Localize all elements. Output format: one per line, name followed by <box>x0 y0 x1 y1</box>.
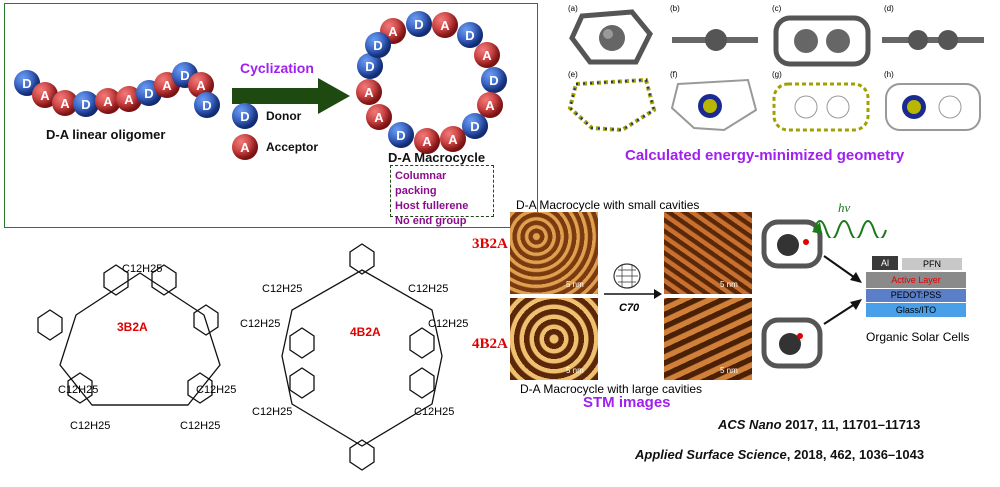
substituent-label: C12H25 <box>240 318 281 330</box>
stm-scale: 5 nm <box>566 280 584 289</box>
panel-label: (e) <box>568 70 578 79</box>
panel-d: (d) <box>878 4 988 68</box>
ball-donor: D <box>73 91 99 117</box>
panel-label: (a) <box>568 4 578 13</box>
ball-acceptor: A <box>432 12 458 38</box>
layer-active: Active Layer <box>866 272 966 288</box>
ball-donor: D <box>388 122 414 148</box>
legend-donor-ball: D <box>232 103 258 129</box>
substituent-label: C12H25 <box>428 318 469 330</box>
stm-caption: STM images <box>583 394 671 411</box>
layer-pfn: PFN <box>902 258 962 270</box>
panel-label: (d) <box>884 4 894 13</box>
stm-scale: 5 nm <box>720 366 738 375</box>
panel-h: (h) <box>878 70 988 136</box>
molecule-3b2a-structure <box>37 264 221 406</box>
solar-cell-stack: Al PFN Active Layer PEDOT:PSS Glass/ITO <box>862 256 972 326</box>
layer-pedot: PEDOT:PSS <box>866 289 966 302</box>
reference-2-details: , 2018, 462, 1036–1043 <box>786 447 925 462</box>
panel-label: (b) <box>670 4 680 13</box>
panel-g: (g) <box>766 70 876 136</box>
stm-small-label: D-A Macrocycle with small cavities <box>516 198 700 212</box>
stm-scale: 5 nm <box>566 366 584 375</box>
stm-image-4b2a-c70 <box>664 298 752 380</box>
feature-item: No end group <box>395 215 467 227</box>
solar-cell-label: Organic Solar Cells <box>866 330 970 344</box>
panel-f: (f) <box>664 70 764 136</box>
host-ring-top <box>761 219 823 269</box>
ball-donor: D <box>406 11 432 37</box>
ball-acceptor: A <box>414 128 440 154</box>
ball-donor: D <box>481 67 507 93</box>
panel-e: (e) <box>562 70 662 136</box>
stm-image-3b2a <box>510 212 598 294</box>
molecule-4b2a-label: 4B2A <box>350 325 381 339</box>
c70-icon <box>613 263 641 289</box>
substituent-label: C12H25 <box>196 384 237 396</box>
light-wave-icon <box>812 220 887 238</box>
feature-item: Host fullerene <box>395 200 469 212</box>
panel-label: (f) <box>670 70 678 79</box>
c70-label: C70 <box>619 302 640 314</box>
substituent-label: C12H25 <box>122 263 163 275</box>
substituent-label: C12H25 <box>58 384 99 396</box>
panel-b: (b) <box>664 4 764 68</box>
feature-box: Columnar packing Host fullerene No end g… <box>390 165 494 227</box>
reference-1-details: 2017, 11, 11701–11713 <box>781 417 921 432</box>
reference-2-journal: Applied Surface Science <box>635 447 787 462</box>
molecule-4b2a-structure <box>281 243 443 471</box>
panel-a: (a) <box>562 4 662 68</box>
ball-acceptor: A <box>474 42 500 68</box>
layer-al: Al <box>872 256 898 270</box>
ball-acceptor: A <box>356 79 382 105</box>
device-arrows <box>823 255 862 325</box>
macrocycle-label: D-A Macrocycle <box>388 150 486 165</box>
legend-donor-label: Donor <box>266 109 302 123</box>
hv-label: hv <box>838 200 851 215</box>
panel-label: (g) <box>772 70 782 79</box>
reference-1: ACS Nano 2017, 11, 11701–11713 <box>718 417 920 432</box>
reference-1-journal: ACS Nano <box>718 417 782 432</box>
stm-scale: 5 nm <box>720 280 738 289</box>
substituent-label: C12H25 <box>252 406 293 418</box>
c70-arrow <box>604 289 662 299</box>
ball-donor: D <box>365 32 391 58</box>
ball-acceptor: A <box>440 126 466 152</box>
legend-acceptor-label: Acceptor <box>266 140 319 154</box>
panel-label: (h) <box>884 70 894 79</box>
cyclization-label: Cyclization <box>240 60 314 76</box>
stm-image-4b2a <box>510 298 598 380</box>
panel-label: (c) <box>772 4 782 13</box>
oligomer-panel <box>4 3 538 228</box>
stm-row-3b2a: 3B2A <box>472 236 508 252</box>
molecule-3b2a-label: 3B2A <box>117 320 148 334</box>
cyclization-arrow <box>232 78 350 114</box>
geometry-caption: Calculated energy-minimized geometry <box>625 147 905 164</box>
layer-glass: Glass/ITO <box>866 303 966 317</box>
substituent-label: C12H25 <box>262 283 303 295</box>
ball-donor: D <box>194 92 220 118</box>
substituent-label: C12H25 <box>414 406 455 418</box>
ball-donor: D <box>462 113 488 139</box>
stm-large-label: D-A Macrocycle with large cavities <box>520 382 703 396</box>
substituent-label: C12H25 <box>180 420 221 432</box>
host-ring-bottom <box>761 317 823 369</box>
geometry-panels: (a) (b) (c) (d) (e) (f) (g) (h) <box>560 0 1000 140</box>
ball-acceptor: A <box>366 104 392 130</box>
substituent-label: C12H25 <box>408 283 449 295</box>
substituent-label: C12H25 <box>70 420 111 432</box>
stm-row-4b2a: 4B2A <box>472 336 508 352</box>
reference-2: Applied Surface Science, 2018, 462, 1036… <box>635 447 924 462</box>
legend-acceptor-ball: A <box>232 134 258 160</box>
feature-item: Columnar packing <box>395 170 447 197</box>
stm-image-3b2a-c70 <box>664 212 752 294</box>
panel-c: (c) <box>766 4 876 68</box>
linear-oligomer-label: D-A linear oligomer <box>46 127 166 142</box>
